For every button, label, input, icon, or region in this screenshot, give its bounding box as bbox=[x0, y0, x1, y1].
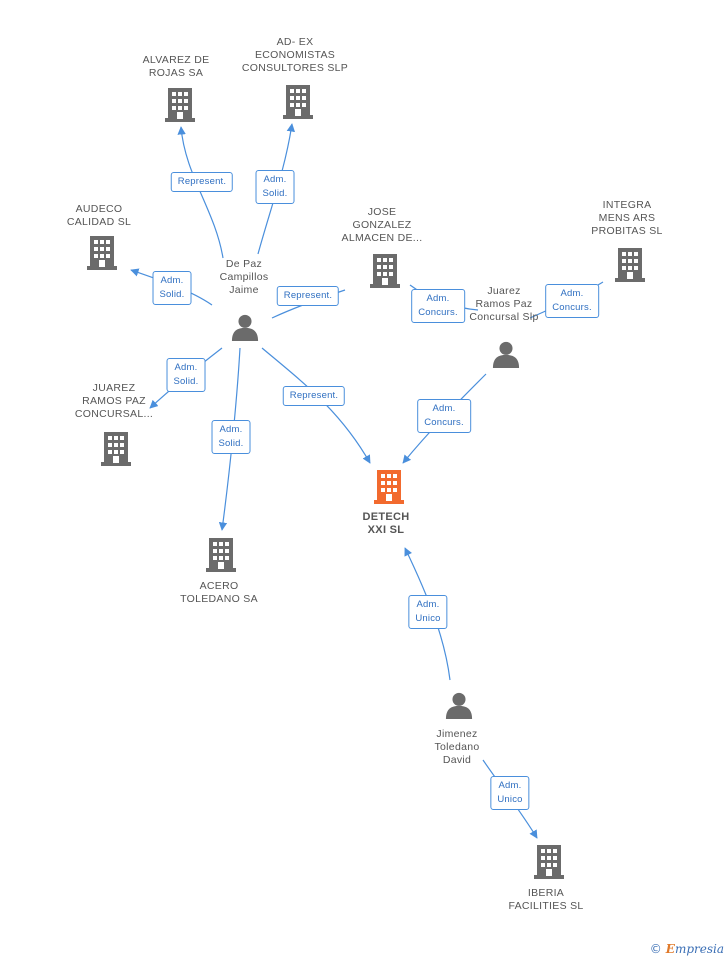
building-icon[interactable] bbox=[370, 254, 400, 288]
copyright-icon: © bbox=[649, 942, 662, 956]
person-icon[interactable] bbox=[231, 314, 259, 341]
building-icon[interactable] bbox=[283, 85, 313, 119]
node-label-iberia[interactable]: IBERIA FACILITIES SL bbox=[508, 887, 584, 912]
node-label-adex[interactable]: AD- EX ECONOMISTAS CONSULTORES SLP bbox=[241, 36, 349, 74]
edge-label-depaz-detech: Represent. bbox=[282, 386, 346, 406]
node-label-juarezp[interactable]: Juarez Ramos Paz Concursal Slp bbox=[469, 285, 539, 323]
building-icon[interactable] bbox=[165, 88, 195, 122]
brand-logo[interactable]: ©Empresia bbox=[650, 942, 724, 956]
edge-label-depaz-alvarez: Represent. bbox=[170, 172, 234, 192]
node-label-audeco[interactable]: AUDECO CALIDAD SL bbox=[66, 203, 132, 228]
node-label-acero[interactable]: ACERO TOLEDANO SA bbox=[180, 580, 258, 605]
building-icon[interactable] bbox=[101, 432, 131, 466]
edge-depaz-alvarez bbox=[177, 126, 224, 259]
node-label-integra[interactable]: INTEGRA MENS ARS PROBITAS SL bbox=[591, 199, 663, 237]
building-icon[interactable] bbox=[534, 845, 564, 879]
node-label-juarezb[interactable]: JUAREZ RAMOS PAZ CONCURSAL... bbox=[74, 382, 154, 420]
edge-label-jimenez-detech: Adm. Unico bbox=[408, 595, 448, 629]
building-icon[interactable] bbox=[87, 236, 117, 270]
building-icon[interactable] bbox=[615, 248, 645, 282]
person-icon[interactable] bbox=[492, 341, 520, 368]
node-label-jimenez[interactable]: Jimenez Toledano David bbox=[434, 728, 480, 766]
brand-initial: E bbox=[665, 942, 675, 956]
edge-label-juarezp-jose: Adm. Concurs. bbox=[411, 289, 465, 323]
edge-label-juarezp-detech: Adm. Concurs. bbox=[417, 399, 471, 433]
edge-label-depaz-acero: Adm. Solid. bbox=[211, 420, 251, 454]
edge-label-depaz-rep: Represent. bbox=[276, 286, 340, 306]
edge-label-depaz-adex: Adm. Solid. bbox=[255, 170, 295, 204]
brand-name: mpresia bbox=[674, 942, 724, 956]
building-icon[interactable] bbox=[374, 470, 404, 504]
node-label-alvarez[interactable]: ALVAREZ DE ROJAS SA bbox=[142, 54, 210, 79]
building-icon[interactable] bbox=[206, 538, 236, 572]
person-icon[interactable] bbox=[445, 692, 473, 719]
edge-label-depaz-audeco: Adm. Solid. bbox=[152, 271, 192, 305]
edge-label-juarezp-integra: Adm. Concurs. bbox=[545, 284, 599, 318]
edge-label-depaz-juarezb: Adm. Solid. bbox=[166, 358, 206, 392]
node-label-jose[interactable]: JOSE GONZALEZ ALMACEN DE... bbox=[341, 206, 423, 244]
edge-label-jimenez-iberia: Adm. Unico bbox=[490, 776, 530, 810]
node-label-detech[interactable]: DETECH XXI SL bbox=[362, 511, 410, 536]
node-label-depaz[interactable]: De Paz Campillos Jaime bbox=[219, 258, 269, 296]
